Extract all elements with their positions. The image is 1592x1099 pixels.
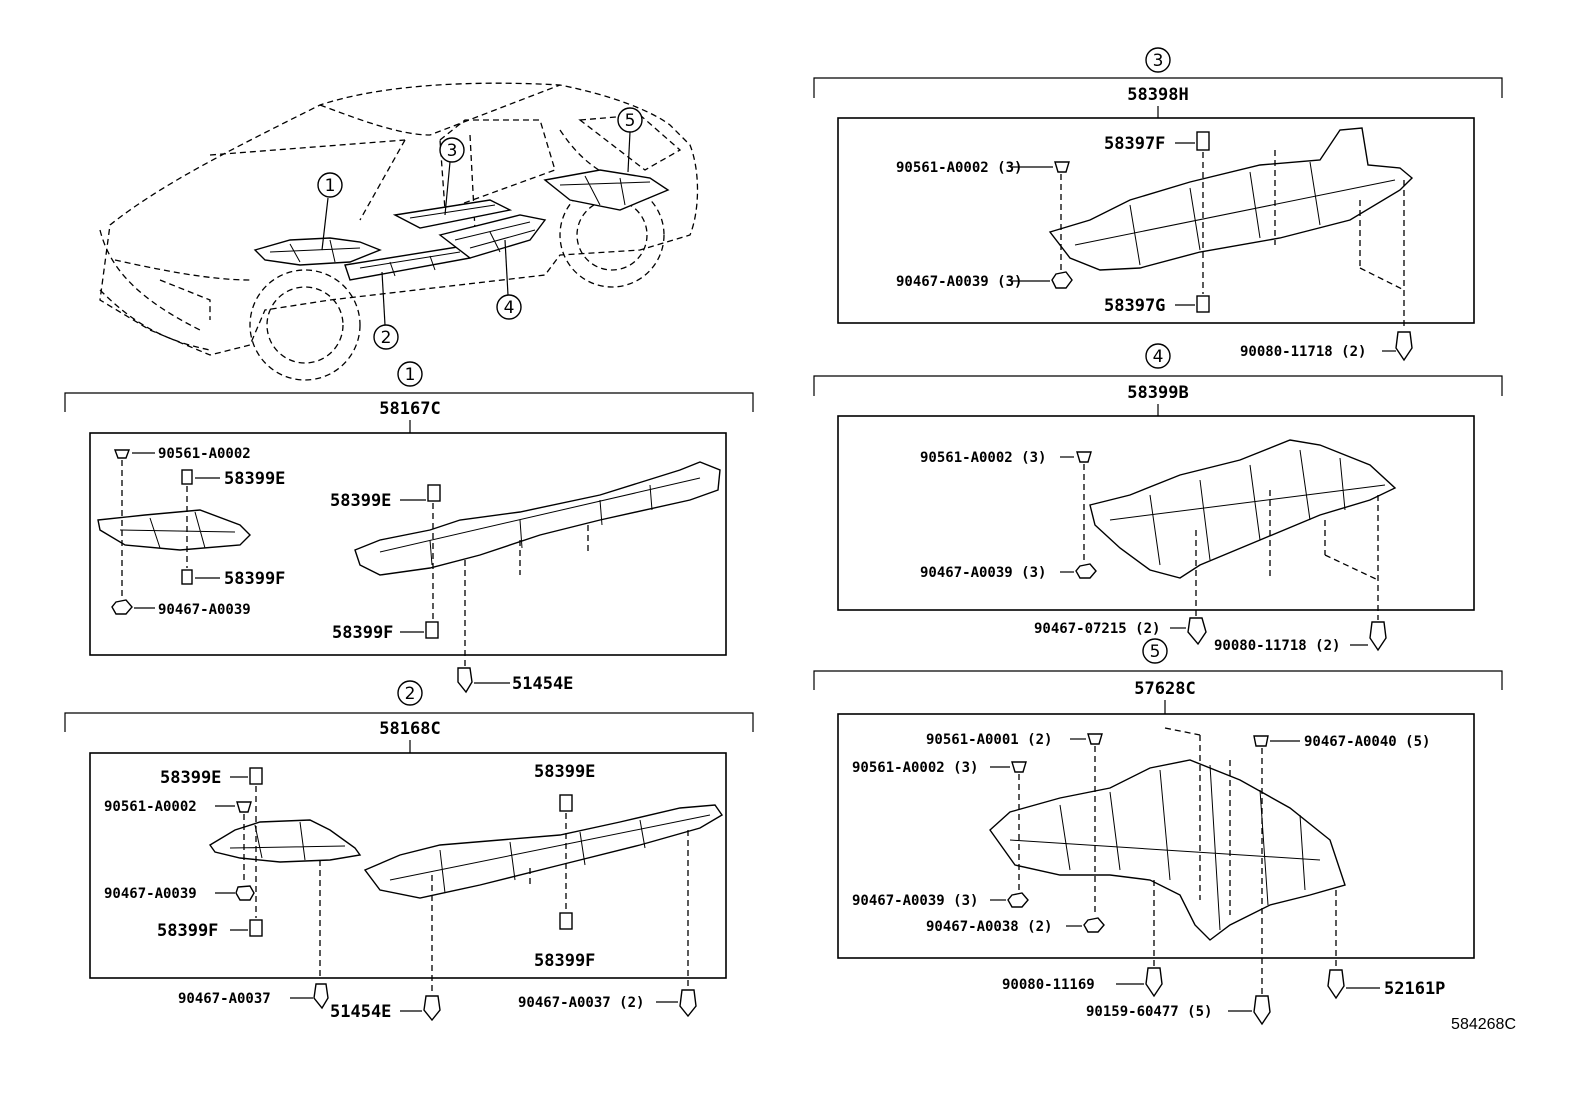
section-3-part-no: 58398H — [1127, 85, 1188, 105]
car-illustration — [99, 82, 699, 381]
section-5-label-c: 90561-A0002 (3) — [852, 760, 978, 776]
section-1-label-a: 90561-A0002 — [158, 446, 251, 462]
section-3-number: 3 — [1153, 51, 1164, 71]
section-2-label-i: 90467-A0037 (2) — [518, 995, 644, 1011]
section-1-label-g: 51454E — [512, 674, 573, 694]
section-1-label-d: 90467-A0039 — [158, 602, 251, 618]
section-4-label-c: 90467-07215 (2) — [1034, 621, 1160, 637]
svg-text:5: 5 — [625, 111, 636, 131]
section-1-label-e: 58399E — [330, 491, 391, 511]
svg-text:4: 4 — [504, 298, 515, 318]
section-2-small-cover — [208, 819, 362, 863]
section-2-label-c: 90467-A0039 — [104, 886, 197, 902]
section-5-part-no: 57628C — [1134, 679, 1195, 699]
section-3: 3 58398H 58397F 90561-A0002 (3) 90467-A0… — [813, 47, 1503, 362]
section-2-label-e: 58399E — [534, 762, 595, 782]
section-3-label-c: 90467-A0039 (3) — [896, 274, 1022, 290]
svg-text:2: 2 — [381, 328, 392, 348]
section-5-bracket — [813, 670, 1503, 690]
section-5-frame — [837, 713, 1475, 959]
section-2-label-d: 58399F — [157, 921, 218, 941]
diagram-code: 584268C — [1451, 1016, 1516, 1033]
section-2-number: 2 — [405, 684, 416, 704]
section-2-label-g: 90467-A0037 — [178, 991, 271, 1007]
section-1-bracket — [64, 392, 754, 412]
section-4-cover — [1089, 439, 1397, 579]
section-1-frame — [89, 432, 727, 656]
section-3-cover — [1048, 127, 1414, 271]
section-3-frame — [837, 117, 1475, 324]
section-4-label-a: 90561-A0002 (3) — [920, 450, 1046, 466]
section-4-number: 4 — [1153, 347, 1164, 367]
section-2-label-f: 58399F — [534, 951, 595, 971]
section-4: 4 58399B 90561-A0002 (3) 90467-A0039 (3)… — [813, 343, 1503, 654]
section-3-bracket — [813, 77, 1503, 98]
section-5-label-a: 90561-A0001 (2) — [926, 732, 1052, 748]
car-callout-1: 1 — [317, 172, 343, 198]
svg-text:3: 3 — [447, 141, 458, 161]
section-2-bracket — [64, 712, 754, 732]
section-5-label-h: 90159-60477 (5) — [1086, 1004, 1212, 1020]
section-4-frame — [837, 415, 1475, 611]
section-3-label-a: 58397F — [1104, 134, 1165, 154]
section-1-label-f: 58399F — [332, 623, 393, 643]
section-1-long-cover — [354, 461, 721, 576]
section-1: 1 58167C 90561-A0002 58399E 58399F 90467… — [64, 361, 754, 694]
section-1-label-b: 58399E — [224, 469, 285, 489]
car-callout-4: 4 — [496, 294, 522, 320]
section-3-label-b: 90561-A0002 (3) — [896, 160, 1022, 176]
svg-text:1: 1 — [325, 176, 336, 196]
car-callout-5: 5 — [617, 107, 643, 133]
section-5-label-e: 90467-A0038 (2) — [926, 919, 1052, 935]
section-1-number: 1 — [405, 365, 416, 385]
section-3-label-d: 58397G — [1104, 296, 1165, 316]
section-5: 5 57628C 90561-A0001 (2) 90467-A0040 (5) — [813, 638, 1503, 1026]
car-callout-3: 3 — [439, 137, 465, 163]
section-5-label-b: 90467-A0040 (5) — [1304, 734, 1430, 750]
section-4-part-no: 58399B — [1127, 383, 1188, 403]
section-3-number-circle — [1145, 47, 1171, 73]
section-2-number-circle — [397, 680, 423, 706]
section-3-label-e: 90080-11718 (2) — [1240, 344, 1366, 360]
section-2-label-a: 58399E — [160, 768, 221, 788]
section-5-label-g: 52161P — [1384, 979, 1445, 999]
section-5-label-d: 90467-A0039 (3) — [852, 893, 978, 909]
section-5-number-circle — [1142, 638, 1168, 664]
section-2-label-b: 90561-A0002 — [104, 799, 197, 815]
section-5-label-f: 90080-11169 — [1002, 977, 1095, 993]
section-1-label-c: 58399F — [224, 569, 285, 589]
section-2-frame — [89, 752, 727, 979]
section-1-number-circle — [397, 361, 423, 387]
section-1-part-no: 58167C — [379, 399, 440, 419]
section-4-number-circle — [1145, 343, 1171, 369]
section-1-small-cover — [97, 509, 251, 551]
section-5-number: 5 — [1150, 642, 1161, 662]
section-2-part-no: 58168C — [379, 719, 440, 739]
section-4-bracket — [813, 375, 1503, 396]
section-2-label-h: 51454E — [330, 1002, 391, 1022]
car-callout-2: 2 — [373, 324, 399, 350]
section-4-label-b: 90467-A0039 (3) — [920, 565, 1046, 581]
section-2-long-cover — [363, 804, 724, 899]
section-4-label-d: 90080-11718 (2) — [1214, 638, 1340, 654]
section-2: 2 58168C 58399E 90561-A0002 90467-A0039 … — [64, 680, 754, 1022]
